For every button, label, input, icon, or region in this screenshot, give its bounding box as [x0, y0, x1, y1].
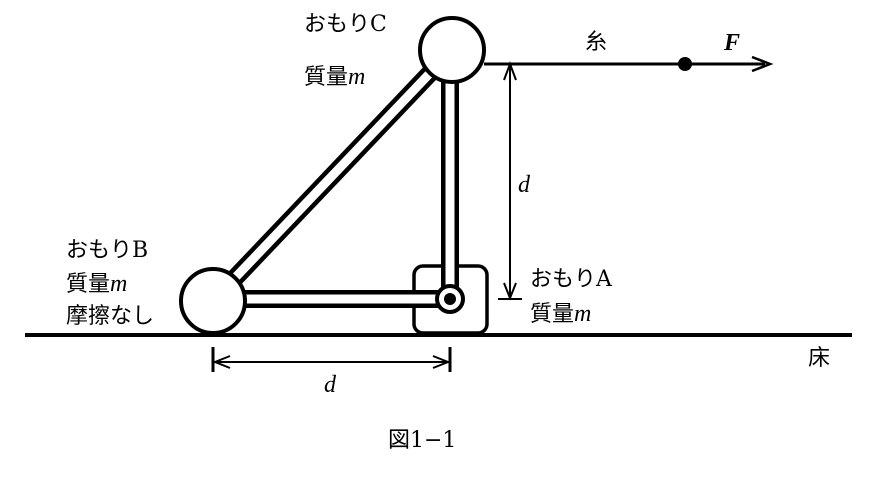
- pivot-center: [444, 293, 456, 305]
- force-label: F: [724, 30, 741, 56]
- mass-symbol: m: [348, 64, 366, 90]
- floor-label: 床: [808, 346, 831, 371]
- height-label: d: [518, 172, 530, 198]
- mass-symbol: m: [110, 271, 128, 297]
- mass-label: 質量: [530, 302, 575, 327]
- weight-a-mass: 質量m: [530, 301, 591, 328]
- weight-b-mass: 質量m: [66, 271, 127, 298]
- weight-c-mass: 質量m: [304, 64, 365, 91]
- weight-b-note: 摩擦なし: [66, 304, 155, 329]
- weight-a-name: おもりA: [530, 267, 612, 292]
- height-dimension: [498, 61, 522, 301]
- mass-label: 質量: [304, 65, 349, 90]
- width-label: d: [324, 372, 336, 398]
- force-arrowhead: [751, 55, 774, 73]
- mass-symbol: m: [574, 301, 592, 327]
- rod-diagonal: [206, 43, 459, 308]
- width-dimension: [211, 347, 452, 372]
- mass-label: 質量: [66, 272, 111, 297]
- weight-b-ball: [179, 267, 247, 335]
- weight-b-name: おもりB: [66, 238, 149, 263]
- figure-caption: 図1−1: [388, 428, 457, 453]
- weight-c-name: おもりC: [304, 12, 387, 37]
- weight-c-ball: [418, 16, 486, 84]
- string-label: 糸: [585, 30, 608, 55]
- string-point: [678, 57, 692, 71]
